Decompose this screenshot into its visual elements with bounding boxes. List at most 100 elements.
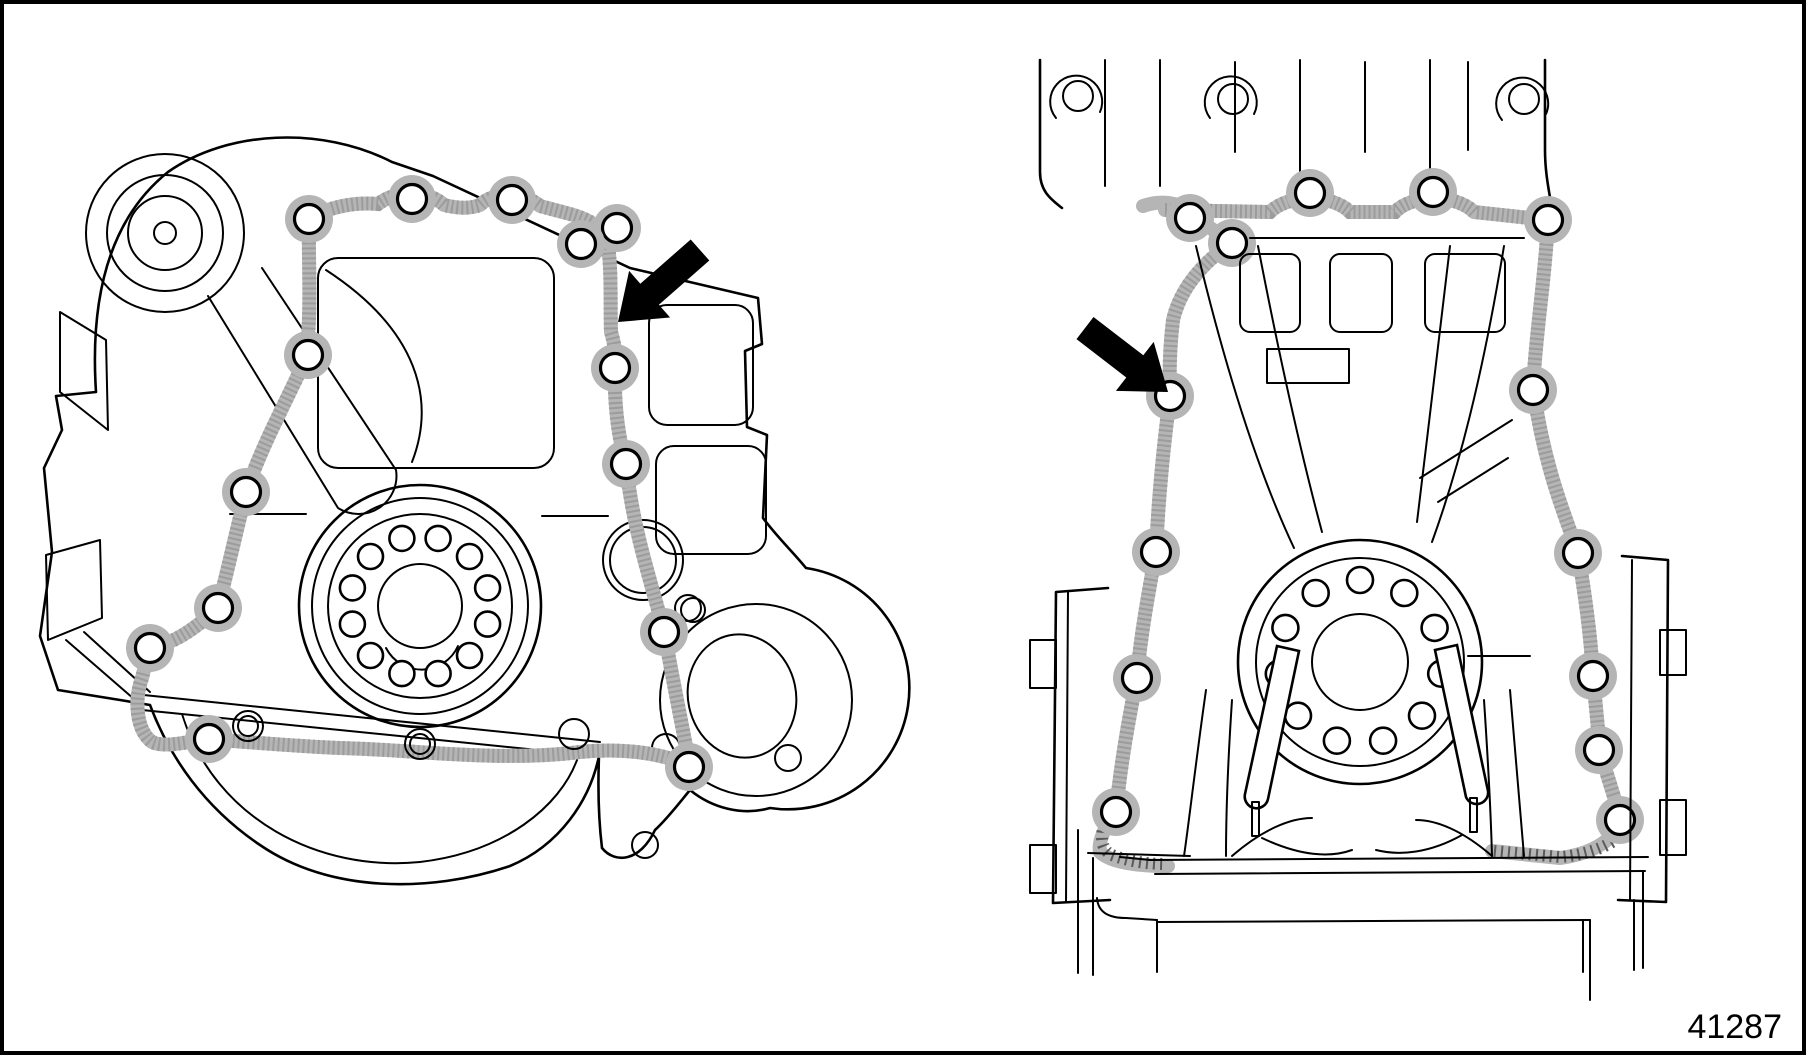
bead-bolt-hole (1531, 203, 1565, 237)
plain-hole (237, 715, 259, 737)
bead-bolt-hole (1576, 659, 1610, 693)
crank-bore (1311, 613, 1409, 711)
pulley-boss-inner (127, 195, 203, 271)
bead-bolt-hole (292, 202, 326, 236)
bead-bolt-hole (598, 351, 632, 385)
bracket-bolt-tab (1029, 639, 1057, 689)
bead-bolt-hole (1516, 373, 1550, 407)
right-view-illustration (1029, 58, 1687, 1001)
sump-inner-arc (181, 713, 578, 865)
crank-bolt-hole (455, 542, 484, 571)
pulley-center-hole (153, 221, 177, 245)
crank-bolt-hole (1407, 701, 1437, 731)
flange-outline (659, 603, 853, 797)
bead-bolt-hole (1603, 803, 1637, 837)
crank-bolt-hole (356, 641, 385, 670)
small-hole (680, 597, 706, 623)
a-frame-web (1257, 245, 1323, 533)
guide-stud (1243, 644, 1301, 810)
right-boss-window (655, 445, 767, 555)
diagonal-rib (1437, 457, 1509, 503)
bead-bolt-hole (1173, 201, 1207, 235)
guide-stud-pin (1251, 801, 1260, 837)
oil-pan-top (1156, 919, 1591, 923)
bead-bolt-hole (1139, 535, 1173, 569)
bead-bolt-hole (291, 338, 325, 372)
crank-bolt-hole (424, 659, 452, 688)
block-right-edge (1543, 58, 1554, 212)
left-bracket-inner (1065, 591, 1069, 903)
crank-bore (377, 563, 463, 649)
crank-flange-outer (297, 483, 543, 729)
right-boss-window (648, 304, 754, 426)
seal-bore (602, 519, 684, 601)
bead-bolt-hole (1099, 795, 1133, 829)
pulley-boss-mid (106, 174, 224, 292)
crank-bolt-hole (424, 524, 452, 553)
bead-bolt-hole (133, 631, 167, 665)
bead-bolt-hole (600, 211, 634, 245)
figure-number: 41287 (1687, 1008, 1782, 1046)
bead-bolt-hole (1582, 733, 1616, 767)
pan-rail (1119, 856, 1649, 861)
plate-recess-curve (325, 269, 423, 463)
crank-flange-outer (1236, 538, 1484, 786)
crank-bolt-hole (1420, 613, 1449, 643)
engine-block-outline (38, 136, 911, 886)
sump-parting-line (133, 693, 601, 743)
plain-hole (232, 710, 264, 742)
sealant-bead-texture (1164, 191, 1628, 824)
boss-arc (1495, 76, 1550, 121)
bead-bolt-holes-right-view (1092, 168, 1644, 844)
leg-arch (1231, 817, 1313, 857)
crank-bolt-hole (388, 524, 416, 553)
crank-nose-arc (385, 645, 459, 671)
crank-bolt-hole (1271, 613, 1300, 643)
bead-bolt-hole (1561, 536, 1595, 570)
flange-oval-port (686, 633, 798, 759)
plain-hole (409, 733, 431, 755)
bead-bolt-holes-left-view (126, 175, 713, 791)
bead-bolt-hole (192, 722, 226, 756)
boss-arc (1203, 75, 1258, 119)
flange-bolt-hole (774, 744, 802, 772)
a-frame-web (1416, 245, 1451, 523)
crank-flange-ring (311, 497, 529, 715)
leg-web (1225, 699, 1233, 857)
crank-bolt-hole (338, 610, 367, 638)
small-hole (631, 831, 659, 859)
crank-bolt-hole (1345, 565, 1375, 595)
left-rib-window (45, 539, 103, 641)
guide-stud (1433, 643, 1490, 806)
plain-hole (1508, 83, 1540, 115)
bead-bolt-hole (672, 750, 706, 784)
leg-web (1183, 689, 1207, 857)
plain-hole (404, 728, 436, 760)
crank-bolt-hole (1390, 578, 1419, 608)
crank-bolt-circle-left-view (338, 524, 502, 688)
bracket-bolt-tab (1659, 799, 1687, 856)
bead-bolt-hole (1416, 175, 1450, 209)
bracket-foot (1087, 852, 1191, 857)
center-web (1261, 837, 1353, 856)
bead-bolt-hole (609, 447, 643, 481)
leg-web (1509, 689, 1525, 857)
leg-web (1483, 699, 1493, 857)
bead-bolt-hole (495, 183, 529, 217)
bead-bolt-hole (564, 227, 598, 261)
plain-hole (1062, 80, 1094, 112)
callout-arrow-right-view (1076, 317, 1168, 392)
bead-bolt-hole (1215, 226, 1249, 260)
pulley-boss-outer (85, 153, 245, 313)
left-view-illustration (38, 136, 911, 886)
leg-arch (1415, 819, 1493, 857)
left-rib-window (59, 311, 109, 431)
boss-arc (1049, 74, 1104, 119)
bracket-bolt-tab (1659, 629, 1687, 676)
crank-bolt-hole (356, 542, 385, 571)
crank-bolt-hole (473, 574, 502, 602)
bead-bolt-hole (229, 475, 263, 509)
bead-bolt-hole (647, 615, 681, 649)
pan-rail (1154, 870, 1646, 875)
